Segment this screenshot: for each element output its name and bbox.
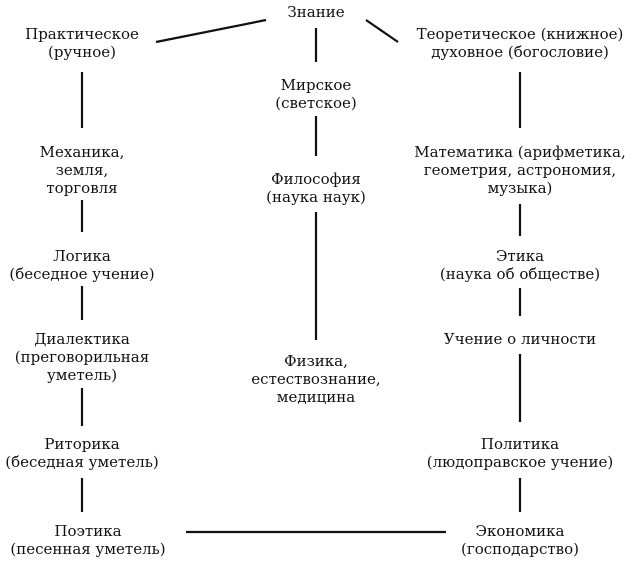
node-left-rhetoric-line-1: Риторика (44, 435, 120, 453)
node-left-mechanics-line-1: Механика, (39, 143, 125, 161)
node-left-practical-line-2: (ручное) (48, 43, 116, 61)
node-right-theoretical: Теоретическое (книжное) духовное (богосл… (417, 25, 624, 61)
node-left-poetics: Поэтика (песенная уметель) (10, 522, 165, 558)
node-right-mathematics-line-3: музыка) (487, 179, 553, 197)
node-right-mathematics-line-2: геометрия, астрономия, (423, 161, 617, 179)
node-middle-secular: Мирское (светское) (275, 76, 356, 112)
node-left-rhetoric: Риторика (беседная уметель) (5, 435, 159, 471)
node-right-economics-line-2: (господарство) (461, 540, 579, 558)
node-left-logic-line-2: (беседное учение) (9, 265, 155, 283)
node-middle-physics-line-3: медицина (276, 388, 356, 406)
node-left-mechanics-line-2: земля, (55, 161, 109, 179)
node-right-theoretical-line-1: Теоретическое (книжное) (416, 25, 624, 43)
node-right-mathematics: Математика (арифметика, геометрия, астро… (414, 143, 626, 197)
node-left-dialectics-line-2: (преговорильная (14, 348, 150, 366)
node-left-logic: Логика (беседное учение) (9, 247, 154, 283)
node-middle-philosophy: Философия (наука наук) (266, 170, 366, 206)
node-right-ethics: Этика (наука об обществе) (440, 247, 600, 283)
node-right-ethics-line-1: Этика (495, 247, 545, 265)
node-middle-philosophy-line-2: (наука наук) (266, 188, 366, 206)
node-left-dialectics-line-1: Диалектика (34, 330, 130, 348)
connector-root-left (155, 18, 267, 44)
node-left-practical: Практическое (ручное) (25, 25, 139, 61)
node-middle-physics-line-2: естествознание, (251, 370, 381, 388)
node-root: Знание (287, 3, 344, 21)
node-left-mechanics: Механика, земля, торговля (40, 143, 125, 197)
node-right-economics: Экономика (господарство) (461, 522, 579, 558)
node-left-mechanics-line-3: торговля (46, 179, 118, 197)
node-left-poetics-line-1: Поэтика (54, 522, 122, 540)
connector-root-right (365, 19, 399, 43)
node-right-personality: Учение о личности (444, 330, 596, 348)
node-right-mathematics-line-1: Математика (арифметика, (414, 143, 626, 161)
node-left-practical-line-1: Практическое (25, 25, 139, 43)
node-right-theoretical-line-2: духовное (богословие) (431, 43, 609, 61)
node-right-politics: Политика (людоправское учение) (427, 435, 614, 471)
node-middle-secular-line-1: Мирское (280, 76, 352, 94)
node-right-politics-line-2: (людоправское учение) (426, 453, 614, 471)
node-left-dialectics-line-3: уметель) (46, 366, 118, 384)
node-right-economics-line-1: Экономика (475, 522, 565, 540)
node-left-rhetoric-line-2: (беседная уметель) (5, 453, 159, 471)
node-left-logic-line-1: Логика (53, 247, 111, 265)
node-middle-secular-line-2: (светское) (275, 94, 357, 112)
node-root-line-1: Знание (287, 3, 345, 21)
node-left-dialectics: Диалектика (преговорильная уметель) (15, 330, 149, 384)
node-left-poetics-line-2: (песенная уметель) (10, 540, 166, 558)
node-middle-philosophy-line-1: Философия (271, 170, 361, 188)
node-right-politics-line-1: Политика (480, 435, 560, 453)
node-right-personality-line-1: Учение о личности (443, 330, 597, 348)
node-middle-physics-line-1: Физика, (284, 352, 348, 370)
node-middle-physics: Физика, естествознание, медицина (251, 352, 380, 406)
node-right-ethics-line-2: (наука об обществе) (439, 265, 601, 283)
